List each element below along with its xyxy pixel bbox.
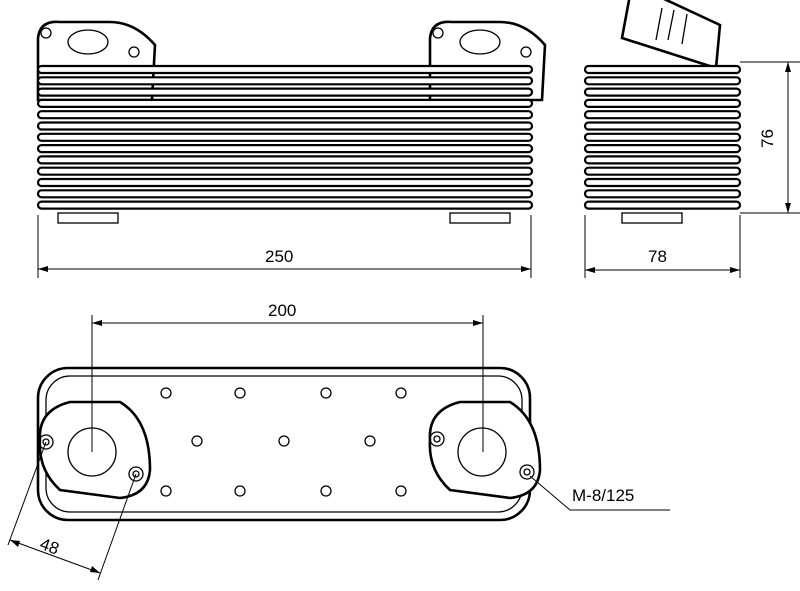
front-view xyxy=(36,20,547,224)
dimple xyxy=(395,387,407,399)
cooler-fin xyxy=(583,189,742,199)
dimple xyxy=(278,435,290,447)
side-port xyxy=(620,0,722,70)
cooler-fin xyxy=(583,200,742,210)
cooler-fin xyxy=(36,132,534,142)
dimension-lines-top xyxy=(37,61,800,278)
side-view xyxy=(583,0,742,224)
cooler-fin xyxy=(583,98,742,109)
cooler-fin xyxy=(36,110,534,120)
cooler-fin xyxy=(583,121,742,131)
cooler-fin xyxy=(583,166,742,176)
cooler-fin xyxy=(36,144,534,154)
cooler-fins-front xyxy=(36,64,534,210)
dimple xyxy=(364,435,376,447)
dimple xyxy=(234,387,246,399)
dimple xyxy=(160,485,172,497)
bottom-view xyxy=(7,315,670,581)
dimple xyxy=(320,387,332,399)
thread-spec-label: M-8/125 xyxy=(572,486,635,505)
cooler-fin xyxy=(36,98,534,109)
foot-right xyxy=(449,212,511,224)
dimple xyxy=(395,485,407,497)
foot-left xyxy=(57,212,119,224)
cooler-fin xyxy=(583,110,742,120)
cooler-fin xyxy=(36,200,534,210)
dimension-length-label: 250 xyxy=(265,247,294,266)
base-dimples xyxy=(160,387,407,497)
dimension-port-spacing-label: 200 xyxy=(268,301,297,320)
cooler-fin xyxy=(583,144,742,154)
cooler-fin xyxy=(36,87,534,97)
cooler-fins-side xyxy=(583,64,742,210)
cooler-fin xyxy=(36,76,534,86)
cooler-fin xyxy=(36,166,534,176)
cooler-fin xyxy=(36,177,534,188)
cooler-fin xyxy=(583,64,742,75)
cooler-fin xyxy=(583,87,742,97)
cooler-fin xyxy=(583,177,742,188)
cooler-fin xyxy=(583,155,742,165)
flange-bottom-left xyxy=(38,400,152,500)
cooler-fin xyxy=(36,189,534,199)
dimension-depth-label: 78 xyxy=(648,247,667,266)
dimple xyxy=(191,435,203,447)
cooler-fin xyxy=(36,121,534,131)
dimple xyxy=(320,485,332,497)
cooler-fin xyxy=(583,76,742,86)
cooler-fin xyxy=(36,64,534,75)
dimple xyxy=(234,485,246,497)
cooler-fin xyxy=(36,155,534,165)
flange-bottom-right xyxy=(428,400,542,500)
dimension-height-label: 76 xyxy=(757,129,777,148)
cooler-fin xyxy=(583,132,742,142)
dimple xyxy=(160,387,172,399)
